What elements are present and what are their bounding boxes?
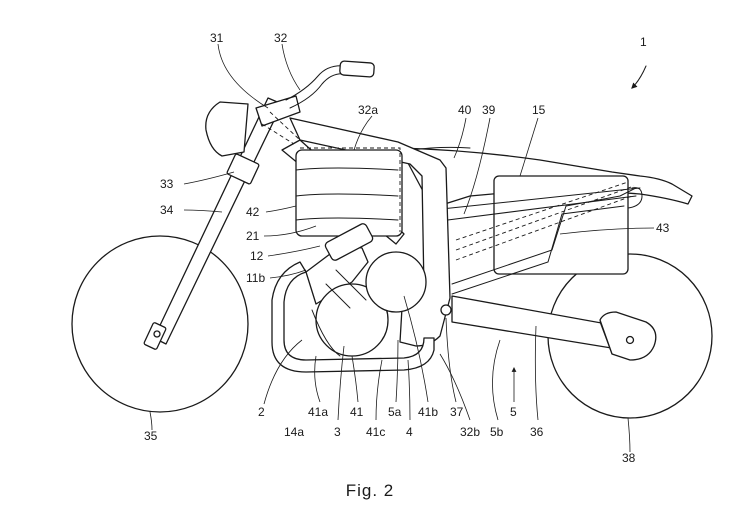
label-41b: 41b (418, 405, 438, 419)
swing-arm (451, 295, 657, 361)
label-35: 35 (144, 429, 158, 443)
label-39: 39 (482, 103, 496, 117)
label-14a: 14a (284, 425, 304, 439)
label-1: 1 (640, 35, 647, 49)
label-4: 4 (406, 425, 413, 439)
label-37: 37 (450, 405, 464, 419)
label-11b: 11b (246, 271, 265, 285)
label-21: 21 (246, 229, 260, 243)
label-42: 42 (246, 205, 260, 219)
label-34: 34 (160, 203, 174, 217)
label-43: 43 (656, 221, 670, 235)
label-5: 5 (510, 405, 517, 419)
label-2: 2 (258, 405, 265, 419)
label-36: 36 (530, 425, 544, 439)
label-41a: 41a (308, 405, 328, 419)
label-40: 40 (458, 103, 472, 117)
label-38: 38 (622, 451, 636, 465)
label-12: 12 (250, 249, 264, 263)
leader-lines (149, 43, 655, 453)
lower-cradle (271, 261, 435, 373)
label-5a: 5a (388, 405, 402, 419)
label-41: 41 (350, 405, 364, 419)
battery-box (493, 175, 629, 275)
front-fork (143, 95, 301, 350)
label-5b: 5b (490, 425, 504, 439)
handlebar (285, 60, 375, 109)
label-32a: 32a (358, 103, 378, 117)
label-31: 31 (210, 31, 224, 45)
controller-unit (295, 147, 403, 237)
label-41c: 41c (366, 425, 385, 439)
label-33: 33 (160, 177, 174, 191)
figure-caption: Fig. 2 (346, 481, 395, 500)
rear-subframe (431, 181, 643, 295)
reference-labels: 1 31 32 32a 40 39 15 33 34 42 21 12 11b … (144, 31, 670, 465)
motor-unit (305, 223, 427, 357)
label-3: 3 (334, 425, 341, 439)
label-32: 32 (274, 31, 288, 45)
label-32b: 32b (460, 425, 480, 439)
label-15: 15 (532, 103, 546, 117)
headlight (205, 101, 249, 157)
